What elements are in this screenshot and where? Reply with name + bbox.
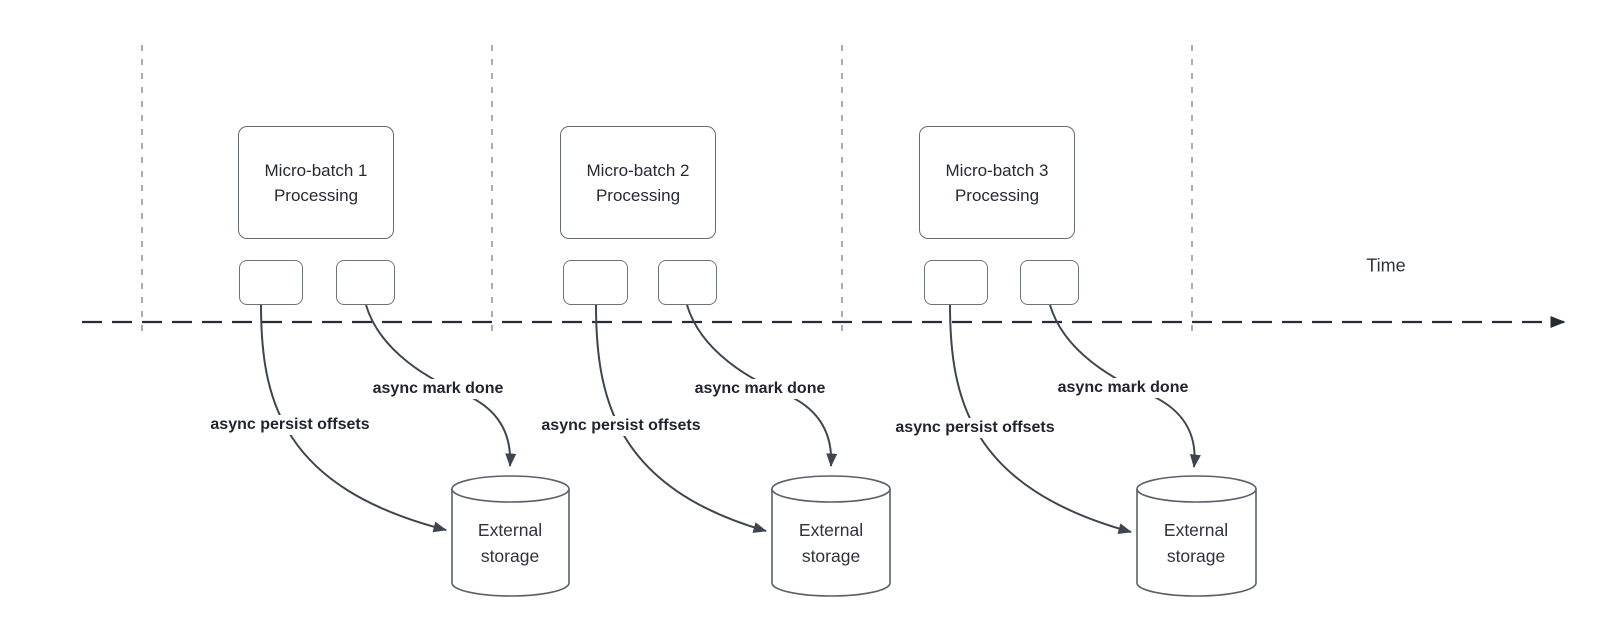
offset-commit-box-3: [924, 260, 988, 305]
micro-batch-2-processing-box: Micro-batch 2 Processing: [560, 126, 716, 239]
offset-commit-box-1: [239, 260, 303, 305]
offset-commit-box-2: [563, 260, 628, 305]
mark-done-label-2: async mark done: [691, 379, 829, 399]
micro-batch-3-processing-box: Micro-batch 3 Processing: [919, 126, 1075, 239]
external-storage-cylinder-2: [771, 475, 891, 597]
persist-offsets-label-1: async persist offsets: [207, 415, 373, 435]
mark-done-label-3: async mark done: [1054, 378, 1192, 398]
persist-offsets-arrow-2: [595, 304, 767, 533]
persist-offsets-arrow-1: [260, 304, 447, 533]
persist-offsets-label-3: async persist offsets: [892, 418, 1058, 438]
micro-batch-1-processing-label: Micro-batch 1 Processing: [264, 160, 368, 205]
external-storage-label-1: External storage: [477, 520, 543, 566]
mark-done-box-1: [336, 260, 395, 305]
external-storage-cylinder-3: [1136, 475, 1257, 597]
mark-done-box-3: [1020, 260, 1079, 305]
external-storage-label-2: External storage: [798, 520, 864, 566]
external-storage-cylinder-1: [451, 475, 570, 597]
persist-offsets-label-2: async persist offsets: [538, 416, 704, 436]
mark-done-label-1: async mark done: [369, 379, 507, 399]
external-storage-label-3: External storage: [1163, 520, 1229, 566]
micro-batch-2-processing-label: Micro-batch 2 Processing: [586, 160, 690, 205]
mark-done-box-2: [658, 260, 717, 305]
micro-batch-1-processing-box: Micro-batch 1 Processing: [238, 126, 394, 239]
time-axis-label: Time: [1366, 255, 1406, 276]
micro-batch-3-processing-label: Micro-batch 3 Processing: [945, 160, 1049, 205]
